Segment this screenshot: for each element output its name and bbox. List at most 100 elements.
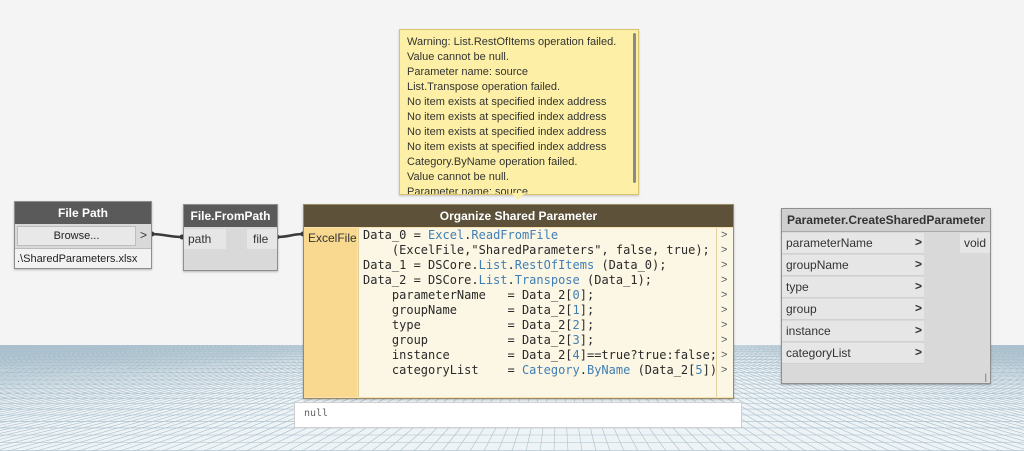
path-input-label: path	[188, 232, 212, 246]
code-block-preview: null	[294, 402, 742, 428]
code-token: instance = Data_2[	[363, 348, 573, 362]
code-token: group = Data_2[	[363, 333, 573, 347]
code-token: Data_2 = DSCore.	[363, 273, 479, 287]
code-output-port[interactable]: >	[721, 289, 728, 301]
code-token: 3	[572, 333, 580, 347]
path-input-port[interactable]: path	[184, 229, 226, 249]
code-token: ];	[579, 288, 595, 302]
code-token: Transpose	[514, 273, 580, 287]
file-path-text: .\SharedParameters.xlsx	[17, 253, 138, 265]
file-frompath-node-title: File.FromPath	[184, 205, 277, 227]
code-output-port[interactable]: >	[721, 334, 728, 346]
code-token: List	[478, 273, 508, 287]
code-token: ]==true?true:false;	[579, 348, 718, 362]
code-output-port[interactable]: >	[721, 274, 728, 286]
warning-line: No item exists at specified index addres…	[407, 126, 607, 138]
create-shared-parameter-node[interactable]: Parameter.CreateSharedParameter paramete…	[781, 208, 991, 384]
code-token: List	[478, 258, 508, 272]
code-token: (Data_2[	[630, 363, 696, 377]
input-port-label: categoryList	[786, 346, 851, 360]
code-token: ByName	[586, 363, 631, 377]
code-token: ReadFromFile	[471, 228, 559, 242]
code-token: ];	[579, 333, 595, 347]
code-block-title: Organize Shared Parameter	[304, 205, 733, 227]
input-port-label: type	[786, 280, 809, 294]
wire-frompath-to-codeblock	[276, 232, 304, 239]
code-line: groupName = Data_2[1];	[359, 303, 719, 318]
code-output-port[interactable]: >	[721, 244, 728, 256]
code-token: (Data_0);	[594, 258, 667, 272]
warning-tooltip: Warning: List.RestOfItems operation fail…	[399, 29, 639, 195]
code-token: .	[507, 258, 515, 272]
code-line: Data_1 = DSCore.List.RestOfItems (Data_0…	[359, 258, 719, 273]
file-path-value: .\SharedParameters.xlsx	[15, 248, 151, 268]
warning-messages: Warning: List.RestOfItems operation fail…	[400, 30, 638, 195]
code-token: ];	[579, 318, 595, 332]
code-output-port[interactable]: >	[721, 364, 728, 376]
code-token: Category	[521, 363, 580, 377]
code-token: .	[579, 363, 587, 377]
code-token: categoryList =	[363, 363, 522, 377]
code-output-port[interactable]: >	[721, 319, 728, 331]
preview-value: null	[304, 408, 329, 419]
code-token: Excel	[428, 228, 465, 242]
warning-line: Category.ByName operation failed.	[407, 156, 578, 168]
input-port-categoryList[interactable]: categoryList >	[782, 343, 924, 364]
chevron-right-icon: >	[915, 301, 923, 315]
chevron-right-icon: >	[915, 279, 923, 293]
code-line: group = Data_2[3];	[359, 333, 719, 348]
input-port-label: instance	[786, 324, 831, 338]
input-port-groupName[interactable]: groupName >	[782, 255, 924, 276]
file-frompath-node[interactable]: File.FromPath path file	[183, 204, 278, 271]
code-token: 0	[572, 288, 580, 302]
excelfile-input-label: ExcelFile	[308, 231, 357, 245]
code-token: Data_1 = DSCore.	[363, 258, 479, 272]
warning-line: Parameter name: source	[407, 186, 529, 195]
excelfile-input-port[interactable]: ExcelFile	[304, 228, 357, 397]
code-token: 2	[572, 318, 580, 332]
warning-line: No item exists at specified index addres…	[407, 96, 607, 108]
code-token: (ExcelFile,"SharedParameters", false, tr…	[363, 243, 710, 257]
code-block-node[interactable]: Organize Shared Parameter ExcelFile Data…	[303, 204, 734, 399]
code-output-port[interactable]: >	[721, 229, 728, 241]
chevron-right-icon: >	[915, 345, 923, 359]
file-output-label: file	[253, 232, 269, 246]
browse-button[interactable]: Browse...	[17, 226, 136, 246]
code-line: Data_2 = DSCore.List.Transpose (Data_1);	[359, 273, 719, 288]
void-output-port[interactable]: void	[960, 233, 990, 253]
warning-line: No item exists at specified index addres…	[407, 141, 607, 153]
file-path-node[interactable]: File Path Browse... > .\SharedParameters…	[14, 201, 152, 269]
code-output-port[interactable]: >	[721, 304, 728, 316]
code-token: RestOfItems	[514, 258, 595, 272]
chevron-right-icon: >	[915, 323, 923, 337]
code-output-port[interactable]: >	[721, 349, 728, 361]
code-editor[interactable]: Data_0 = Excel.ReadFromFile (ExcelFile,"…	[358, 228, 724, 397]
input-port-type[interactable]: type >	[782, 277, 924, 298]
input-port-instance[interactable]: instance >	[782, 321, 924, 342]
code-token: .	[507, 273, 515, 287]
tooltip-scrollbar[interactable]	[633, 33, 636, 183]
code-line: Data_0 = Excel.ReadFromFile	[359, 228, 719, 243]
code-token: ];	[579, 303, 595, 317]
file-path-node-title: File Path	[15, 202, 151, 224]
tooltip-pointer	[511, 193, 525, 200]
create-shared-parameter-title: Parameter.CreateSharedParameter	[782, 209, 990, 232]
code-line: parameterName = Data_2[0];	[359, 288, 719, 303]
chevron-right-icon: >	[915, 257, 923, 271]
file-path-output-port[interactable]: >	[140, 228, 148, 242]
warning-line: No item exists at specified index addres…	[407, 111, 607, 123]
input-port-group[interactable]: group>	[782, 299, 924, 320]
input-port-parameterName[interactable]: parameterName>	[782, 233, 924, 254]
wire-filepath-to-frompath	[149, 232, 183, 239]
code-block-output-ports: > > > > > > > > > >	[716, 228, 733, 397]
code-token: 4	[572, 348, 580, 362]
code-token: 5	[695, 363, 703, 377]
resize-handle[interactable]: |	[984, 372, 987, 382]
warning-line: Warning: List.RestOfItems operation fail…	[407, 36, 617, 48]
input-port-label: groupName	[786, 258, 849, 272]
warning-line: List.Transpose operation failed.	[407, 81, 561, 93]
file-output-port[interactable]: file	[247, 229, 277, 249]
warning-line: Parameter name: source	[407, 66, 529, 78]
code-output-port[interactable]: >	[721, 259, 728, 271]
input-port-label: parameterName	[786, 236, 873, 250]
